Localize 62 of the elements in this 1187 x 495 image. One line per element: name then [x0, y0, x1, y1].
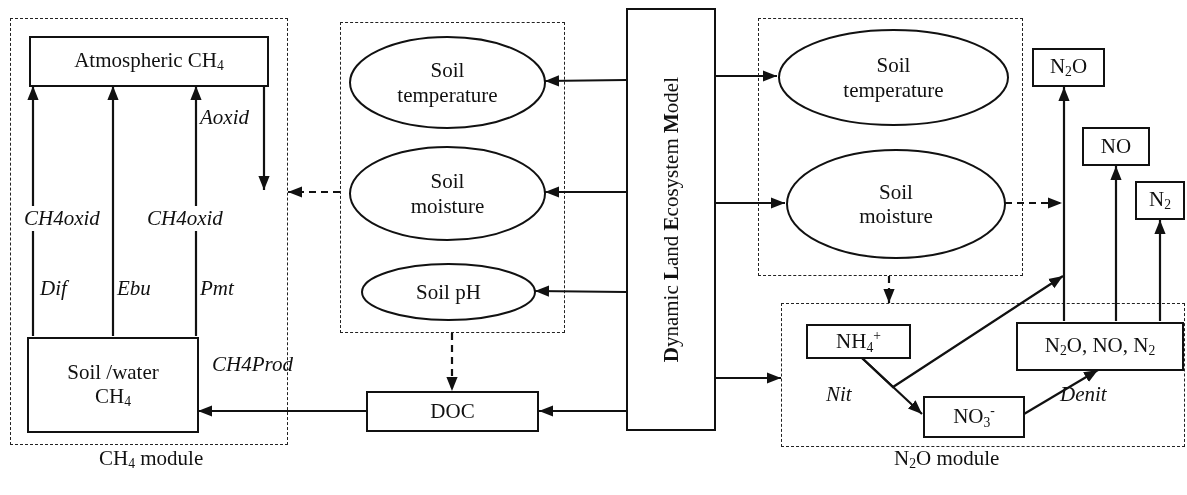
dashed-module-box [758, 18, 1023, 276]
node-label: Dynamic Land Ecosystem Model [658, 76, 684, 363]
process-box [923, 396, 1025, 438]
variable-ellipse [778, 29, 1009, 126]
arrow [861, 275, 1064, 389]
node-label: Soil moisture [409, 169, 486, 218]
node-label: Atmospheric CH$_{4}$ [74, 48, 224, 75]
node-label: Soil pH [416, 279, 481, 305]
process-box [1016, 322, 1184, 371]
process-box [1032, 48, 1105, 87]
edge-label: Denit [1060, 382, 1107, 407]
arrow [258, 86, 270, 190]
edge-label: Aoxid [200, 105, 249, 130]
module-title: CH$_{4}$ module [99, 446, 204, 473]
arrow [716, 197, 785, 209]
module-title: N$_{2}$O module [894, 446, 1000, 473]
arrow [27, 86, 39, 336]
dashed-arrow [1005, 197, 1062, 209]
dashed-module-box [340, 22, 565, 333]
arrow [716, 70, 777, 82]
arrow [535, 285, 626, 297]
node-label: N$_{2}$O, NO, N$_{2}$ [1044, 333, 1156, 360]
edge-label: Pmt [200, 276, 234, 301]
dashed-arrow [288, 186, 340, 198]
model-box [626, 8, 716, 431]
arrow [198, 405, 366, 417]
flux-label: CH4oxid [23, 206, 101, 231]
dashed-arrow [446, 333, 458, 391]
node-label: Soil moisture [858, 179, 934, 229]
arrow [545, 186, 626, 198]
variable-ellipse [361, 263, 536, 321]
dashed-arrow [883, 276, 895, 303]
process-box [366, 391, 539, 432]
arrow [716, 372, 781, 384]
variable-ellipse [349, 146, 546, 241]
node-label: Soil /water CH$_{4}$ [66, 359, 160, 411]
arrow [1154, 220, 1166, 321]
process-box [1082, 127, 1150, 166]
edge-label: Dif [40, 276, 67, 301]
arrow [107, 86, 119, 336]
node-label: N$_{2}$O [1049, 54, 1088, 81]
variable-ellipse [349, 36, 546, 129]
process-box [27, 337, 199, 433]
process-box [806, 324, 911, 359]
variable-ellipse [786, 149, 1006, 259]
arrow [1058, 87, 1070, 321]
edge-label: Ebu [117, 276, 151, 301]
node-label: Soil temperature [396, 58, 499, 107]
node-label: Soil temperature [842, 53, 945, 102]
process-box [29, 36, 269, 87]
arrow [1023, 369, 1099, 415]
arrow [539, 405, 626, 417]
edge-label: Nit [826, 382, 852, 407]
edge-label: CH4Prod [212, 352, 293, 377]
node-label: DOC [430, 399, 475, 424]
node-label: NO [1100, 134, 1132, 159]
arrow [190, 86, 202, 336]
node-label: N$_{2}$ [1149, 187, 1171, 214]
arrow [545, 75, 626, 87]
flux-label: CH4oxid [146, 206, 224, 231]
arrow [1110, 166, 1122, 321]
process-box [1135, 181, 1185, 220]
